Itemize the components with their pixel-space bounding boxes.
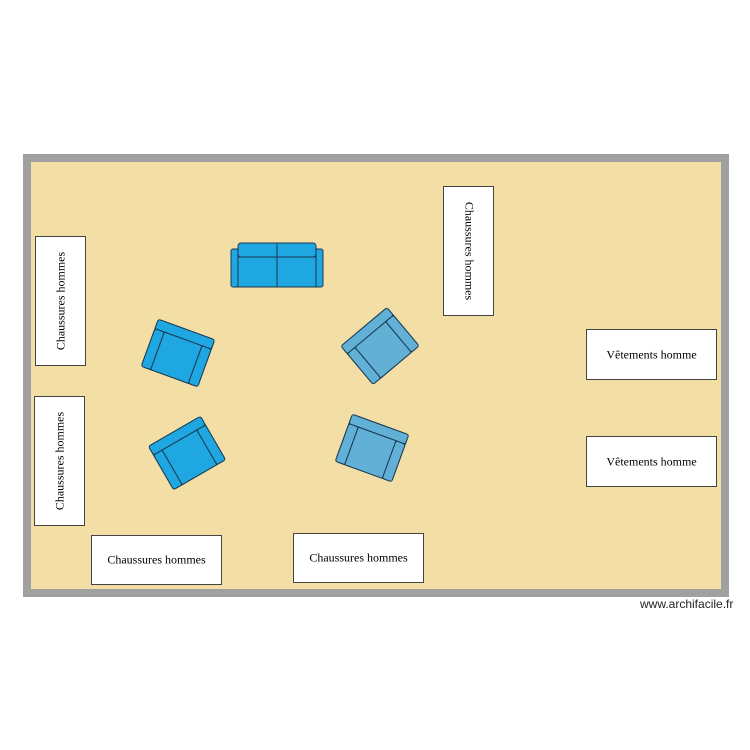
clothing-display-label: Vêtements homme (606, 347, 697, 361)
armchair-icon[interactable] (140, 318, 216, 388)
clothing-display-upper[interactable]: Vêtements homme (586, 329, 717, 380)
armchair-icon[interactable] (340, 307, 420, 385)
shoe-display-label: Chaussures hommes (309, 550, 408, 565)
armchair-icon[interactable] (148, 415, 226, 491)
shoe-display-bottom-left[interactable]: Chaussures hommes (91, 535, 222, 585)
shoe-display-top-center[interactable]: Chaussures hommes (443, 186, 494, 316)
shoe-display-left-lower[interactable]: Chaussures hommes (34, 396, 85, 526)
sofa-icon[interactable] (230, 242, 324, 288)
clothing-display-label: Vêtements homme (606, 454, 697, 468)
shoe-display-left-upper[interactable]: Chaussures hommes (35, 236, 86, 366)
shoe-display-bottom-center[interactable]: Chaussures hommes (293, 533, 424, 583)
clothing-display-lower[interactable]: Vêtements homme (586, 436, 717, 487)
watermark: www.archifacile.fr (640, 597, 734, 611)
armchair-icon[interactable] (334, 413, 410, 483)
shoe-display-label: Chaussures hommes (107, 552, 206, 567)
